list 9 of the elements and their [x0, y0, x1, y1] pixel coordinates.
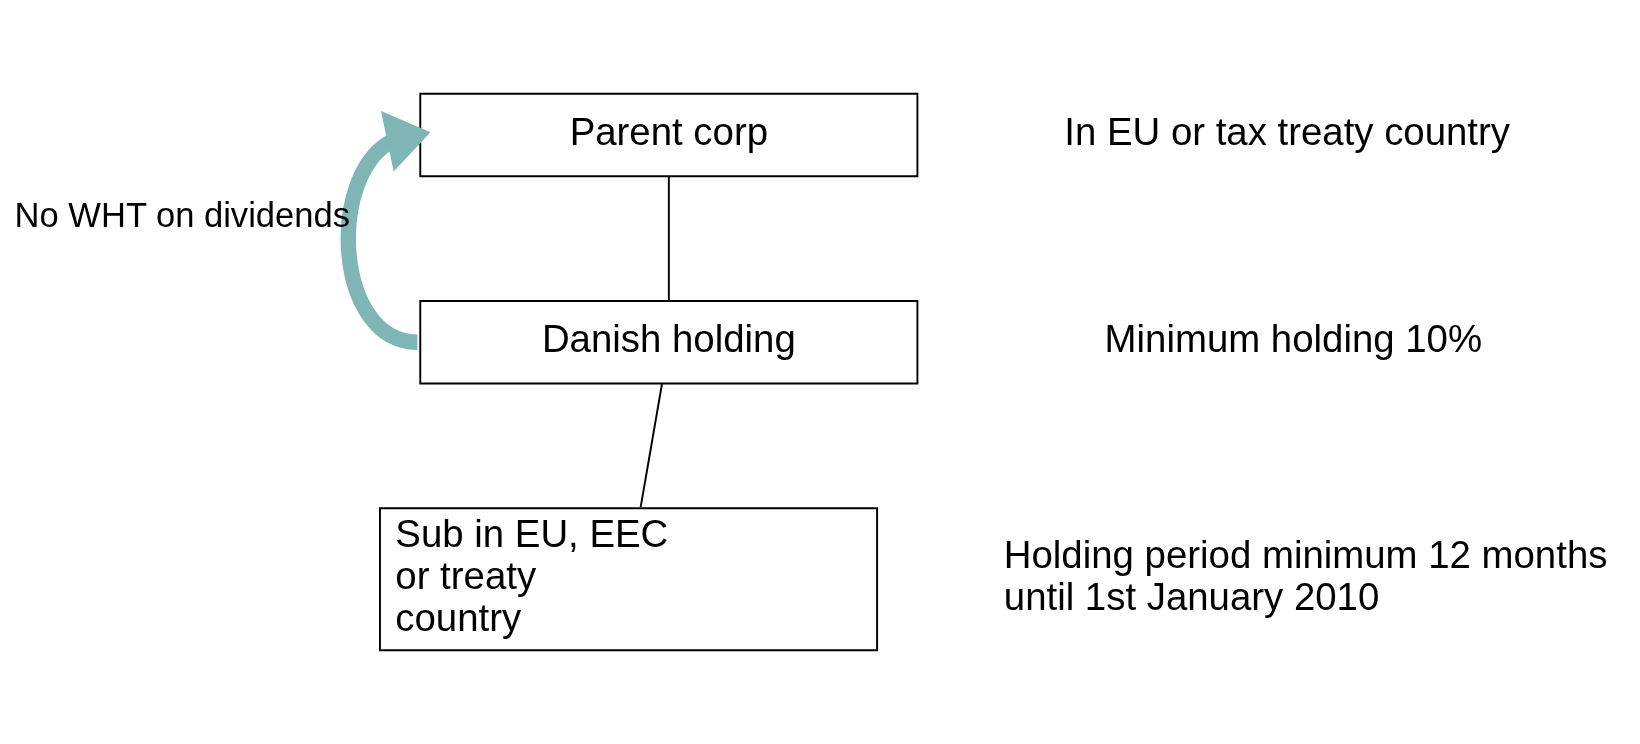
- connector: [639, 382, 663, 509]
- node-box: Sub in EU, EEC or treaty country: [379, 507, 879, 652]
- label: Minimum holding 10%: [1104, 316, 1483, 360]
- label: Holding period minimum 12 months until 1st January 2010: [1003, 532, 1608, 619]
- connector: [667, 175, 670, 302]
- label: In EU or tax treaty country: [1064, 109, 1511, 153]
- edge-label: No WHT on dividends: [14, 196, 350, 235]
- node-box: Parent corp: [419, 92, 919, 178]
- node-box: Danish holding: [419, 300, 919, 385]
